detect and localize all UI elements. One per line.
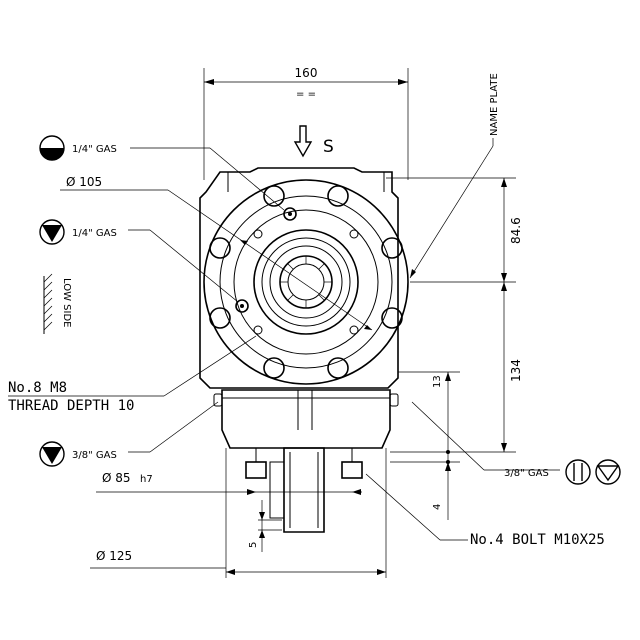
dia-125-callout: Ø 125 bbox=[90, 448, 387, 578]
small-screws bbox=[253, 229, 359, 335]
gas-quarter-mid-label: 1/4" GAS bbox=[72, 228, 117, 239]
name-plate-label: NAME PLATE bbox=[489, 73, 500, 136]
equal-marks: = = bbox=[296, 89, 316, 100]
gearbox-housing bbox=[199, 167, 409, 533]
direction-arrow-s: S bbox=[293, 125, 334, 158]
drain-quarter-callout: 1/4" GAS bbox=[39, 219, 239, 303]
oil-level-callout: 1/4" GAS bbox=[39, 135, 285, 211]
h7-label: h7 bbox=[140, 474, 153, 485]
dimension-134: 134 bbox=[390, 282, 523, 453]
dia-125-label: Ø 125 bbox=[96, 549, 132, 563]
dimension-13: 13 bbox=[398, 371, 460, 452]
dia-105-label: Ø 105 bbox=[66, 175, 102, 189]
bolt-heads bbox=[209, 185, 403, 379]
dia-85-label: Ø 85 bbox=[102, 471, 131, 485]
top-plug bbox=[283, 207, 297, 221]
breather-symbol-icons bbox=[565, 459, 621, 485]
dia-105-callout: Ø 105 bbox=[60, 175, 373, 331]
side-plug bbox=[235, 299, 249, 313]
name-plate-callout: NAME PLATE bbox=[409, 73, 500, 279]
low-side-label: LOW SIDE bbox=[61, 278, 72, 327]
bolt-label: No.4 BOLT M10X25 bbox=[470, 532, 605, 548]
thread-callout: No.8 M8 THREAD DEPTH 10 bbox=[8, 335, 257, 414]
gas-quarter-top-label: 1/4" GAS bbox=[72, 144, 117, 155]
dim-134-label: 134 bbox=[509, 359, 523, 382]
oil-level-half-circle-icon bbox=[39, 135, 65, 161]
low-side-marker: LOW SIDE bbox=[43, 273, 72, 334]
dia-85-callout: Ø 85 h7 bbox=[96, 471, 362, 495]
dim-4-label: 4 bbox=[432, 504, 443, 510]
thread-line2: THREAD DEPTH 10 bbox=[8, 398, 134, 414]
drain-triangle-icon-2 bbox=[39, 441, 65, 467]
arrow-s-label: S bbox=[323, 137, 334, 157]
breather-callout: 3/8" GAS bbox=[411, 401, 621, 485]
drain-three-eighth-callout: 3/8" GAS bbox=[39, 401, 219, 467]
gas-three-eighth-right-label: 3/8" GAS bbox=[504, 468, 549, 479]
dim-84-6-label: 84.6 bbox=[509, 217, 523, 244]
dimension-4: 4 bbox=[390, 450, 460, 520]
dimension-84-6: 84.6 bbox=[386, 177, 523, 283]
drain-triangle-icon bbox=[39, 219, 65, 245]
dimension-160: 160 = = bbox=[203, 66, 409, 180]
dim-160-label: 160 bbox=[295, 66, 318, 80]
gas-three-eighth-left-label: 3/8" GAS bbox=[72, 450, 117, 461]
thread-line1: No.8 M8 bbox=[8, 380, 67, 396]
dimension-5: 5 bbox=[248, 500, 282, 552]
dim-13-label: 13 bbox=[432, 375, 443, 388]
dim-5-label: 5 bbox=[248, 542, 259, 548]
bolt-callout: No.4 BOLT M10X25 bbox=[365, 473, 605, 548]
